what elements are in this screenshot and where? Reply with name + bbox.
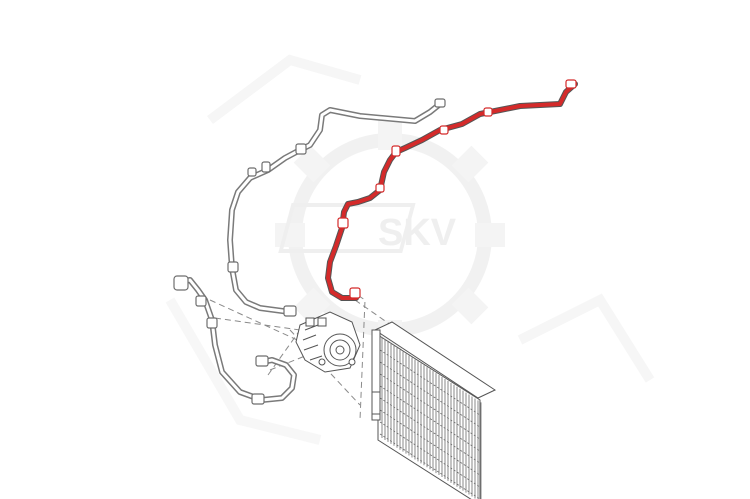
highlighted-hose-fittings	[337, 79, 577, 299]
watermark-text: SKV	[378, 212, 457, 254]
highlighted-hose	[325, 81, 578, 301]
ac-compressor-icon	[295, 311, 361, 373]
hose-fittings	[173, 98, 446, 405]
condenser-icon	[371, 321, 497, 499]
